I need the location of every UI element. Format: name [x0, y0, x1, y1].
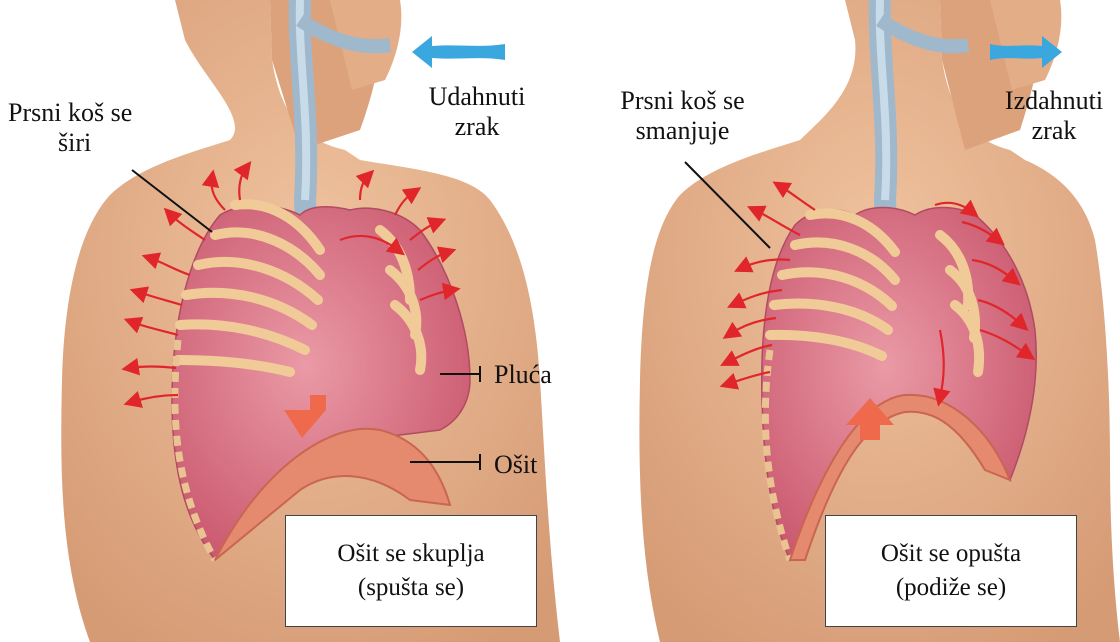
inhaled-air-label: Udahnuti zrak: [412, 82, 542, 142]
chest-expands-line2: širi: [8, 128, 132, 158]
chest-shrinks-line2: smanjuje: [590, 116, 775, 146]
chest-expands-line1: Prsni koš se: [8, 98, 132, 128]
chest-shrinks-label: Prsni koš se smanjuje: [590, 86, 775, 146]
exhale-caption-line1: Ošit se opušta: [881, 537, 1021, 571]
inhaled-air-line1: Udahnuti: [412, 82, 542, 112]
exhaled-air-line2: zrak: [990, 116, 1118, 146]
chest-expands-label: Prsni koš se širi: [8, 98, 132, 158]
inhaled-air-line2: zrak: [412, 112, 542, 142]
inhale-caption-line2: (spušta se): [358, 571, 464, 605]
exhaled-air-label: Izdahnuti zrak: [990, 86, 1118, 146]
exhale-caption-line2: (podiže se): [896, 571, 1006, 605]
inhale-caption-line1: Ošit se skuplja: [337, 537, 484, 571]
exhale-caption-box: Ošit se opušta (podiže se): [825, 515, 1077, 627]
chest-shrinks-line1: Prsni koš se: [590, 86, 775, 116]
inhale-caption-box: Ošit se skuplja (spušta se): [285, 515, 537, 627]
diaphragm-label: Ošit: [494, 450, 537, 480]
exhaled-air-line1: Izdahnuti: [990, 86, 1118, 116]
lungs-label: Pluća: [494, 360, 552, 390]
inhaled-air-arrow: [412, 36, 505, 68]
